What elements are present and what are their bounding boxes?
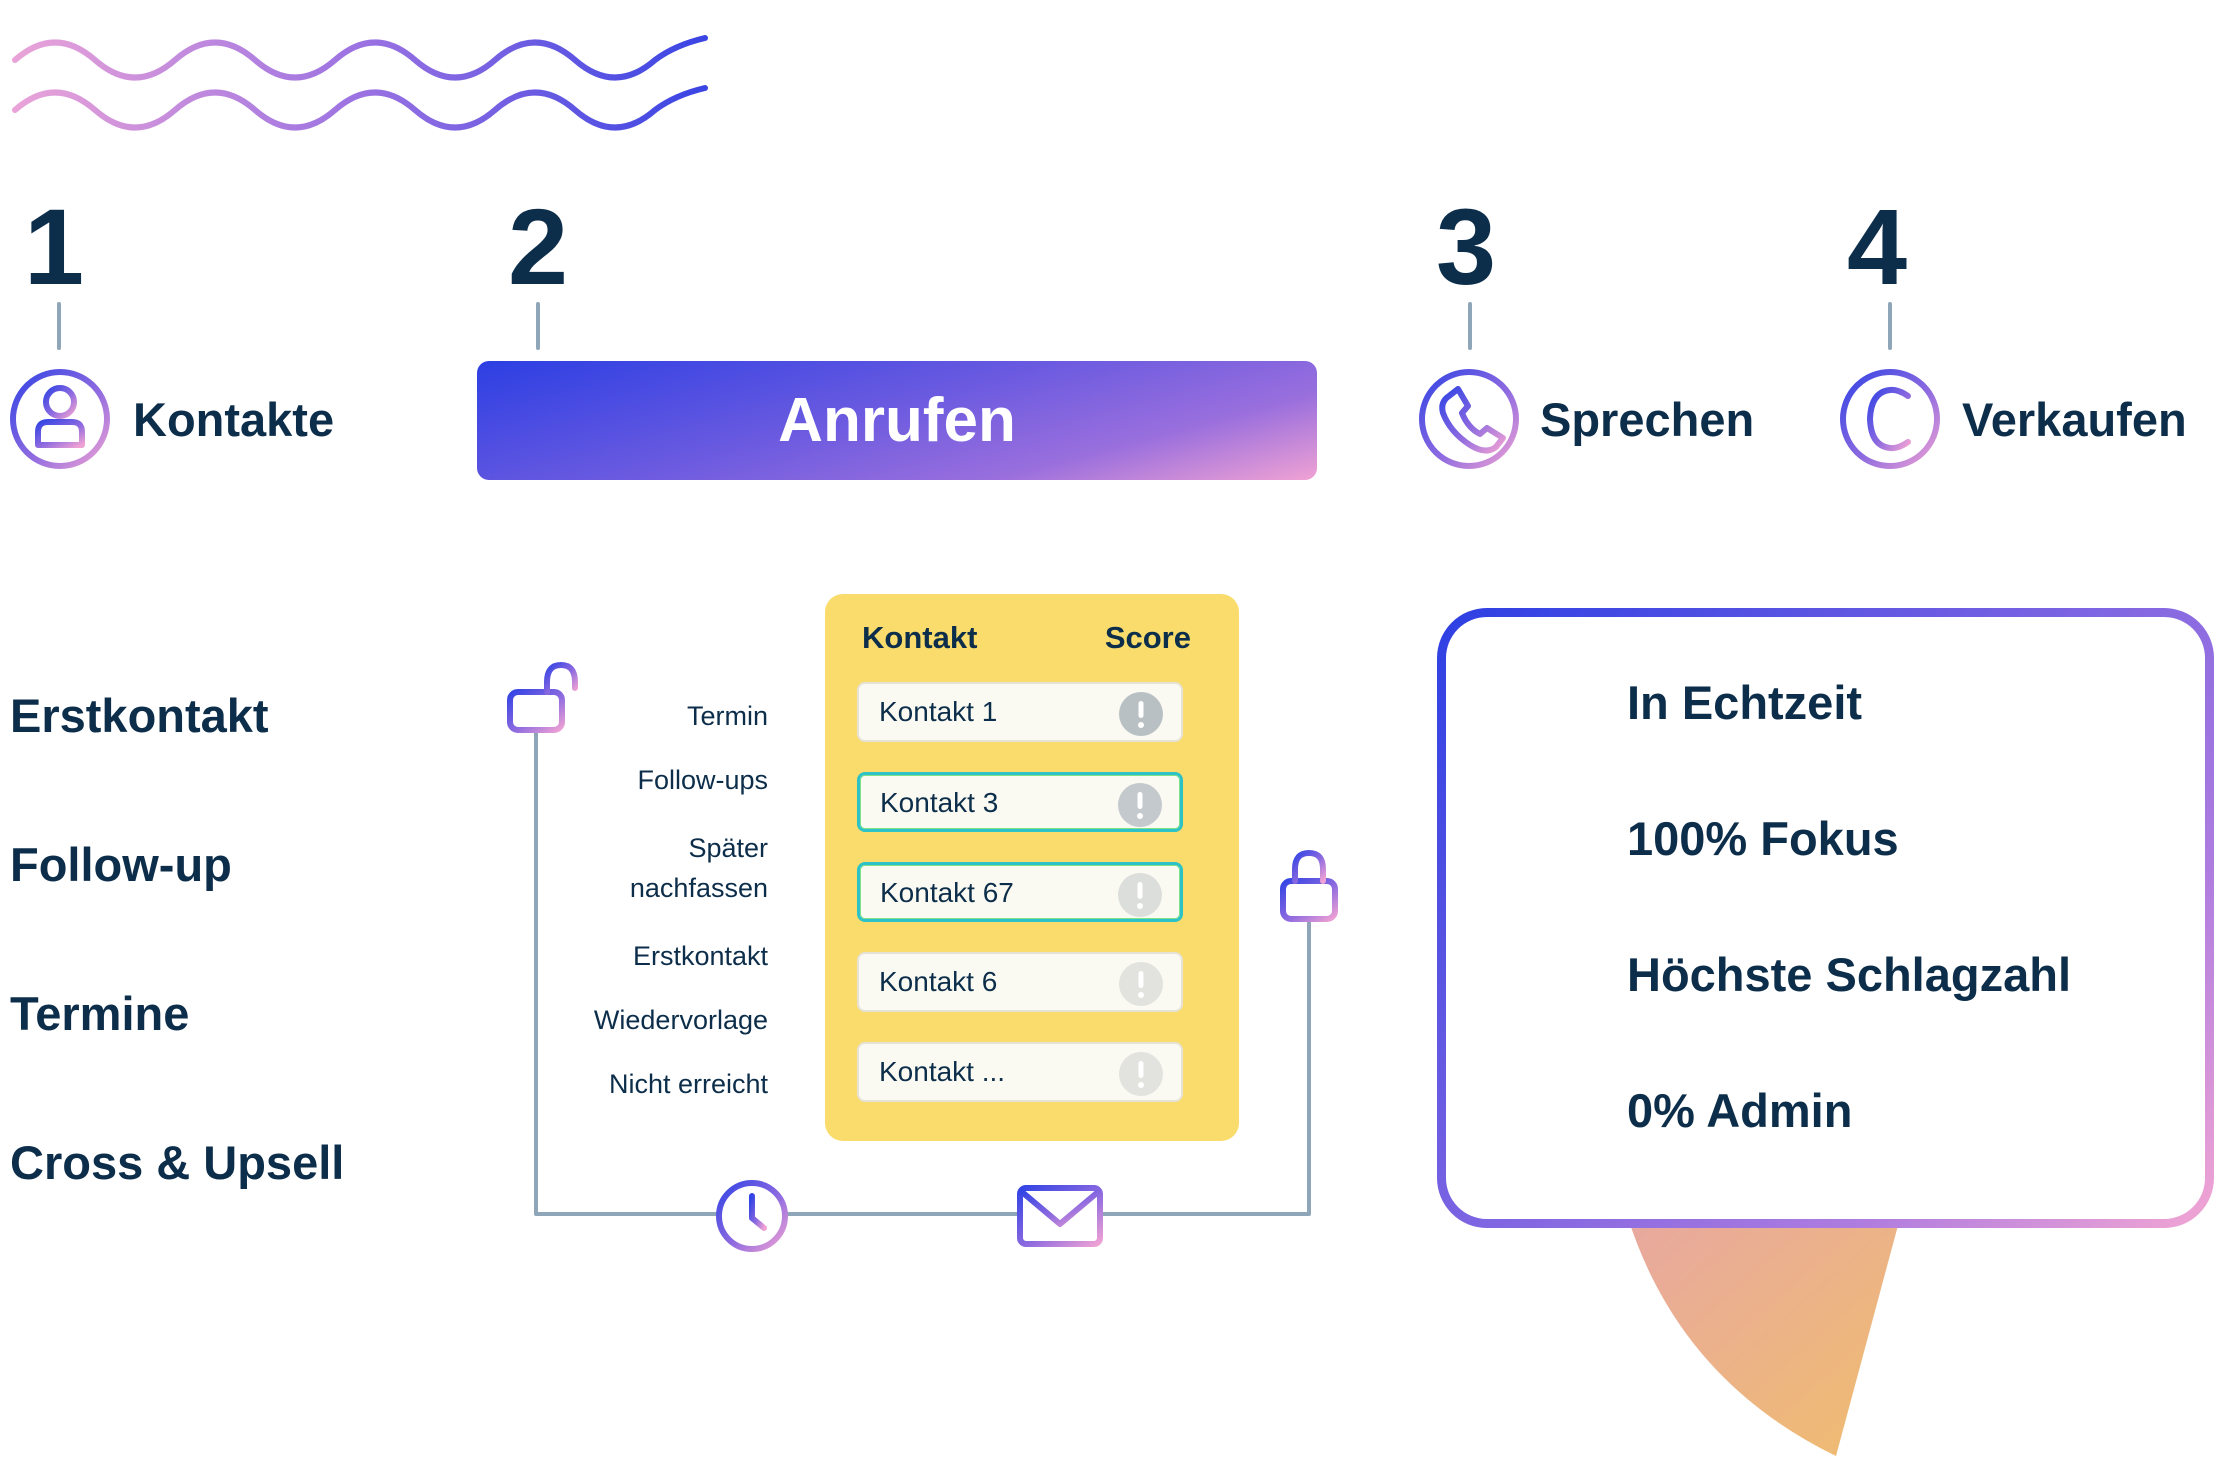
step-label-anrufen: Anrufen	[778, 386, 1016, 455]
contact-name: Kontakt 6	[879, 966, 998, 997]
anrufen-bar: Anrufen	[477, 361, 1317, 480]
contact-row: Kontakt 3	[857, 772, 1183, 832]
connector-line	[534, 727, 1311, 1216]
contact-name: Kontakt 1	[879, 696, 998, 727]
header-kontakt: Kontakt	[862, 620, 978, 655]
step-number-3: 3	[1436, 186, 1497, 307]
status-termin: Termin	[686, 701, 768, 731]
step-number-2: 2	[508, 186, 569, 307]
speech-bubble-tail	[1628, 1218, 1900, 1456]
clock-icon	[716, 1180, 788, 1252]
user-icon	[10, 369, 110, 469]
phone-icon	[1419, 369, 1519, 469]
step-number-4: 4	[1847, 186, 1908, 307]
status-spaeter: Später	[688, 833, 768, 863]
category-follow-up: Follow-up	[10, 838, 232, 891]
score-alert-icon	[1118, 783, 1162, 827]
score-alert-icon	[1119, 962, 1163, 1006]
contact-row: Kontakt 67	[857, 862, 1183, 922]
contact-row: Kontakt ...	[857, 1042, 1183, 1102]
mail-icon	[1017, 1185, 1103, 1247]
step-number-1: 1	[24, 186, 85, 307]
status-follow-ups: Follow-ups	[637, 765, 768, 795]
status-nachfassen: nachfassen	[629, 873, 768, 903]
wave-decoration	[12, 35, 708, 131]
step-tick-lines	[57, 302, 1892, 350]
euro-icon	[1840, 369, 1940, 469]
score-alert-icon	[1118, 873, 1162, 917]
kpi-fokus: 100% Fokus	[1627, 812, 1899, 865]
step-label-verkaufen: Verkaufen	[1962, 393, 2187, 446]
contact-name: Kontakt 3	[880, 787, 999, 818]
kpi-schlagzahl: Höchste Schlagzahl	[1627, 948, 2071, 1001]
kpi-speech-bubble	[1437, 608, 2214, 1228]
lock-icon	[1280, 850, 1338, 922]
category-termine: Termine	[10, 987, 190, 1040]
contact-row: Kontakt 6	[857, 952, 1183, 1012]
status-nicht-erreicht: Nicht erreicht	[608, 1069, 768, 1099]
status-erstkontakt: Erstkontakt	[632, 941, 768, 971]
kpi-admin: 0% Admin	[1627, 1084, 1853, 1137]
category-cross-upsell: Cross & Upsell	[10, 1136, 345, 1189]
header-score: Score	[1104, 620, 1191, 655]
step-label-kontakte: Kontakte	[133, 393, 335, 446]
score-alert-icon	[1119, 692, 1163, 736]
status-wiedervorlage: Wiedervorlage	[593, 1005, 768, 1035]
score-alert-icon	[1119, 1052, 1163, 1096]
contact-score-panel: Kontakt Score Kontakt 1 Kontakt 3 Kontak…	[825, 594, 1239, 1141]
category-erstkontakt: Erstkontakt	[10, 689, 269, 742]
contact-name: Kontakt ...	[879, 1056, 1006, 1087]
unlock-icon	[507, 662, 578, 733]
kpi-in-echtzeit: In Echtzeit	[1627, 676, 1863, 729]
contact-row: Kontakt 1	[857, 682, 1183, 742]
step-label-sprechen: Sprechen	[1540, 393, 1755, 446]
contact-name: Kontakt 67	[880, 877, 1014, 908]
